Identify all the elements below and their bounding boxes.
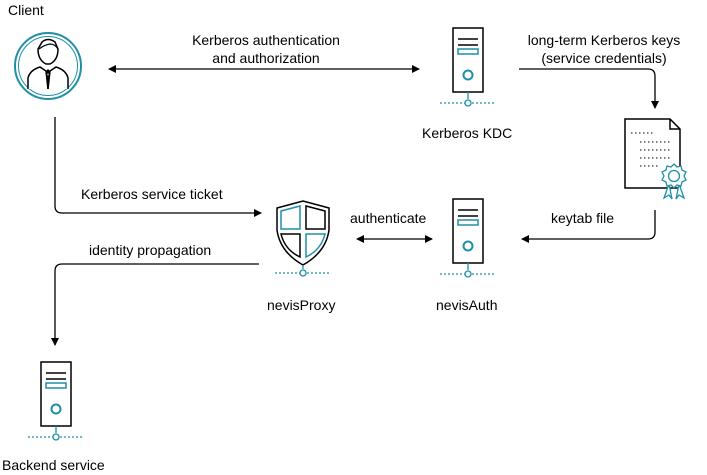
client-label: Client (8, 2, 44, 18)
server-icon (27, 361, 85, 441)
shield-icon (275, 200, 331, 277)
authenticate-label: authenticate (350, 210, 426, 226)
server-icon (439, 27, 497, 107)
keytab-label: keytab file (551, 210, 614, 226)
server-icon (439, 198, 497, 278)
identity-propagation-label: identity propagation (89, 242, 211, 258)
kerberos-auth-label-2: and authorization (212, 50, 319, 66)
long-term-keys-label-1: long-term Kerberos keys (528, 32, 681, 48)
person-icon (14, 32, 82, 100)
certificate-document-icon (624, 118, 687, 200)
proxy-label: nevisProxy (267, 297, 335, 313)
backend-label: Backend service (2, 457, 105, 473)
kerberos-auth-label-1: Kerberos authentication (192, 32, 340, 48)
service-ticket-label: Kerberos service ticket (81, 186, 223, 202)
auth-label: nevisAuth (436, 297, 497, 313)
keytab-arrow (521, 210, 656, 243)
service-ticket-arrow (54, 117, 262, 217)
identity-propagation-arrow (51, 263, 259, 346)
long-term-keys-arrow (519, 68, 659, 109)
long-term-keys-label-2: (service credentials) (541, 50, 666, 66)
kdc-label: Kerberos KDC (422, 125, 512, 141)
